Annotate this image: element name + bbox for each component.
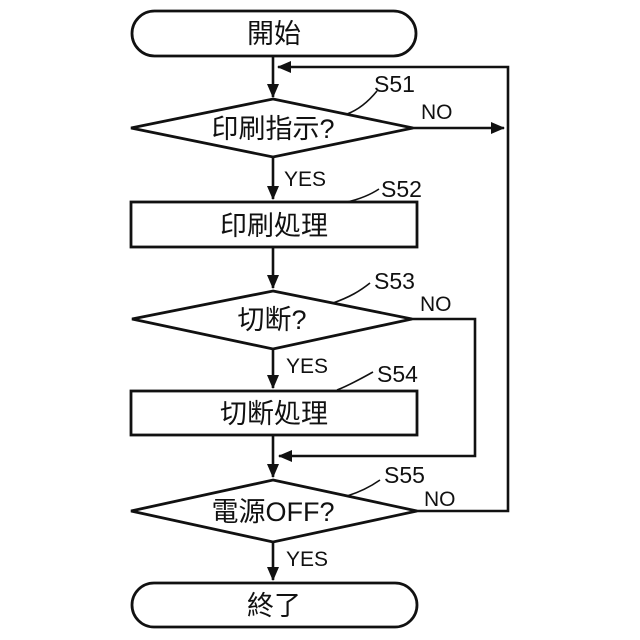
edge-s53-no-skip (278, 317, 477, 462)
node-s53-decision (131, 289, 413, 351)
branch-label-s51-no: NO (421, 101, 453, 124)
node-s53-label: 切断? (237, 305, 306, 335)
node-s52-process (129, 200, 419, 249)
node-s55-label: 電源OFF? (211, 497, 334, 527)
node-s55-decision (130, 478, 418, 544)
node-end-label: 終了 (247, 591, 301, 621)
node-s52-label: 印刷処理 (220, 211, 328, 241)
branch-label-s55-no: NO (424, 488, 456, 511)
leader-s53 (332, 282, 371, 304)
node-s51-decision (130, 97, 414, 159)
node-s54-process (129, 389, 419, 437)
branch-label-s51-yes: YES (284, 168, 326, 191)
leader-s52 (346, 188, 380, 203)
node-s51-label: 印刷指示? (211, 114, 334, 144)
step-label-s51: S51 (374, 71, 415, 97)
node-s54-label: 切断処理 (220, 399, 328, 429)
branch-label-s53-yes: YES (286, 355, 328, 378)
leader-s51 (346, 90, 378, 115)
node-start-terminator (130, 9, 418, 58)
branch-label-s55-yes: YES (286, 548, 328, 571)
step-label-s52: S52 (381, 176, 422, 202)
node-start-label: 開始 (247, 19, 301, 49)
step-label-s55: S55 (384, 462, 425, 488)
node-end-terminator (130, 581, 419, 629)
leader-s54 (336, 371, 374, 391)
step-label-s54: S54 (377, 361, 418, 387)
leader-s55 (346, 479, 381, 497)
edge-s55-no-loop (277, 61, 510, 513)
step-label-s53: S53 (374, 268, 415, 294)
branch-label-s53-no: NO (420, 293, 452, 316)
